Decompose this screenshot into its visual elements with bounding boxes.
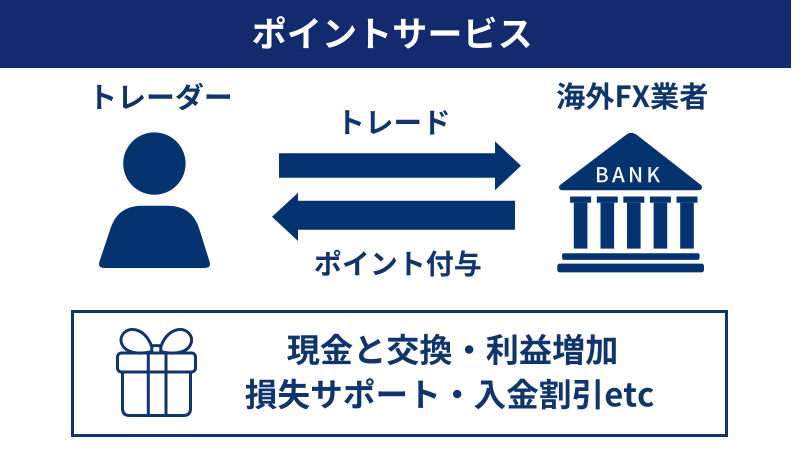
trader-label (97, 82, 230, 111)
bank-column-capital (676, 196, 698, 203)
bank-column-shaft (680, 202, 694, 249)
benefit-line2-text-path (245, 378, 654, 410)
benefit-line1-text-path (287, 333, 616, 366)
benefit-line2 (245, 378, 654, 410)
benefit-line1 (287, 333, 616, 366)
trade-label (345, 110, 448, 135)
trade-arrow (279, 141, 521, 191)
title-group (253, 16, 530, 49)
gift-lid (116, 351, 197, 374)
title-text-path (253, 16, 530, 49)
bank-column-capital (649, 196, 671, 203)
bank-column-shaft (653, 202, 668, 249)
points-arrow (272, 192, 515, 241)
bank-column-shaft (573, 202, 588, 249)
bank-column-shaft (627, 202, 641, 249)
gift-body (121, 370, 192, 417)
trader-label-text-path (97, 82, 230, 111)
gift-icon (116, 327, 197, 417)
broker-label (557, 82, 707, 110)
points-label (315, 249, 481, 277)
trade-label-text-path (345, 110, 448, 135)
title-banner: ポイントサービス (0, 0, 791, 68)
bank-pediment (559, 133, 702, 191)
bank-column-shaft (600, 202, 615, 249)
points-label-text-path (315, 249, 481, 277)
bank-column-capital (570, 196, 592, 203)
gift-bow-right (159, 327, 194, 355)
bank-column-capital (623, 196, 645, 203)
person-head (123, 132, 186, 195)
bank-column-capital (596, 196, 618, 203)
bank-stylobate (562, 253, 700, 260)
bank-icon (557, 133, 704, 273)
person-body (98, 205, 211, 268)
flow-arrows (272, 141, 521, 241)
gift-knot (150, 344, 163, 355)
gift-bow-left (119, 327, 154, 355)
bank-base (557, 263, 704, 273)
broker-label-text-path (557, 82, 707, 110)
person-icon (98, 132, 211, 268)
bank-sign-text-path (597, 167, 660, 183)
